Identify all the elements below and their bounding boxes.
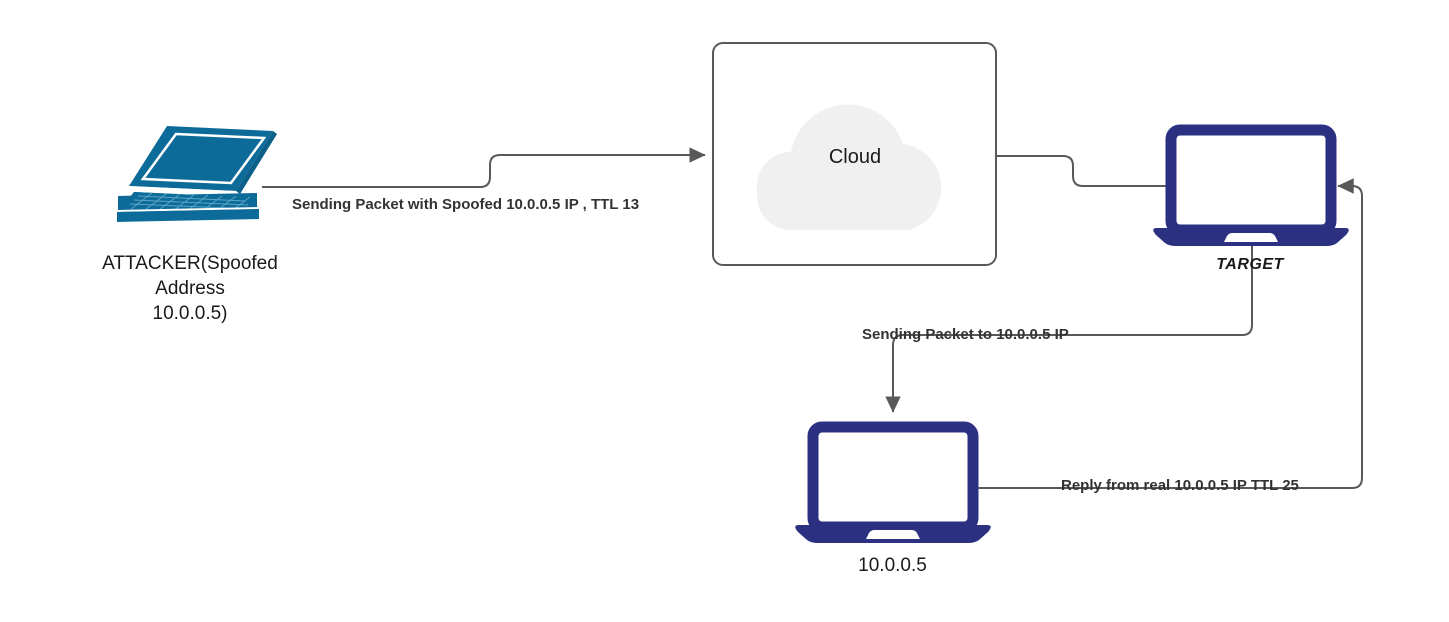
edge-label-attacker-to-cloud: Sending Packet with Spoofed 10.0.0.5 IP … xyxy=(292,196,640,213)
edge-cloud-to-target xyxy=(996,155,1171,187)
laptop-front-icon xyxy=(795,421,991,543)
edge-attacker-to-cloud-line xyxy=(262,147,706,188)
cloud-label: Cloud xyxy=(829,146,881,168)
edge-label-victim-to-target: Reply from real 10.0.0.5 IP TTL 25 xyxy=(1061,477,1299,494)
cloud-icon xyxy=(757,104,942,230)
edge-label-target-to-victim: Sending Packet to 10.0.0.5 IP xyxy=(862,326,1069,343)
edge-victim-to-target xyxy=(975,178,1363,489)
laptop-isometric-icon xyxy=(117,126,277,222)
edge-target-to-victim xyxy=(885,243,1253,413)
attacker-node-label: ATTACKER(Spoofed Address 10.0.0.5) xyxy=(102,253,278,324)
edge-victim-to-target-line xyxy=(975,178,1363,489)
node-attacker[interactable] xyxy=(117,126,277,222)
edge-cloud-to-target-line xyxy=(996,155,1171,187)
node-cloud[interactable]: Cloud xyxy=(712,42,997,266)
target-node-label: TARGET xyxy=(1216,256,1284,273)
edge-target-to-victim-line xyxy=(885,243,1253,413)
node-victim[interactable] xyxy=(795,421,991,543)
laptop-front-icon xyxy=(1153,124,1349,246)
node-target[interactable] xyxy=(1153,124,1349,246)
victim-node-label: 10.0.0.5 xyxy=(858,555,927,576)
edge-attacker-to-cloud xyxy=(262,147,706,188)
